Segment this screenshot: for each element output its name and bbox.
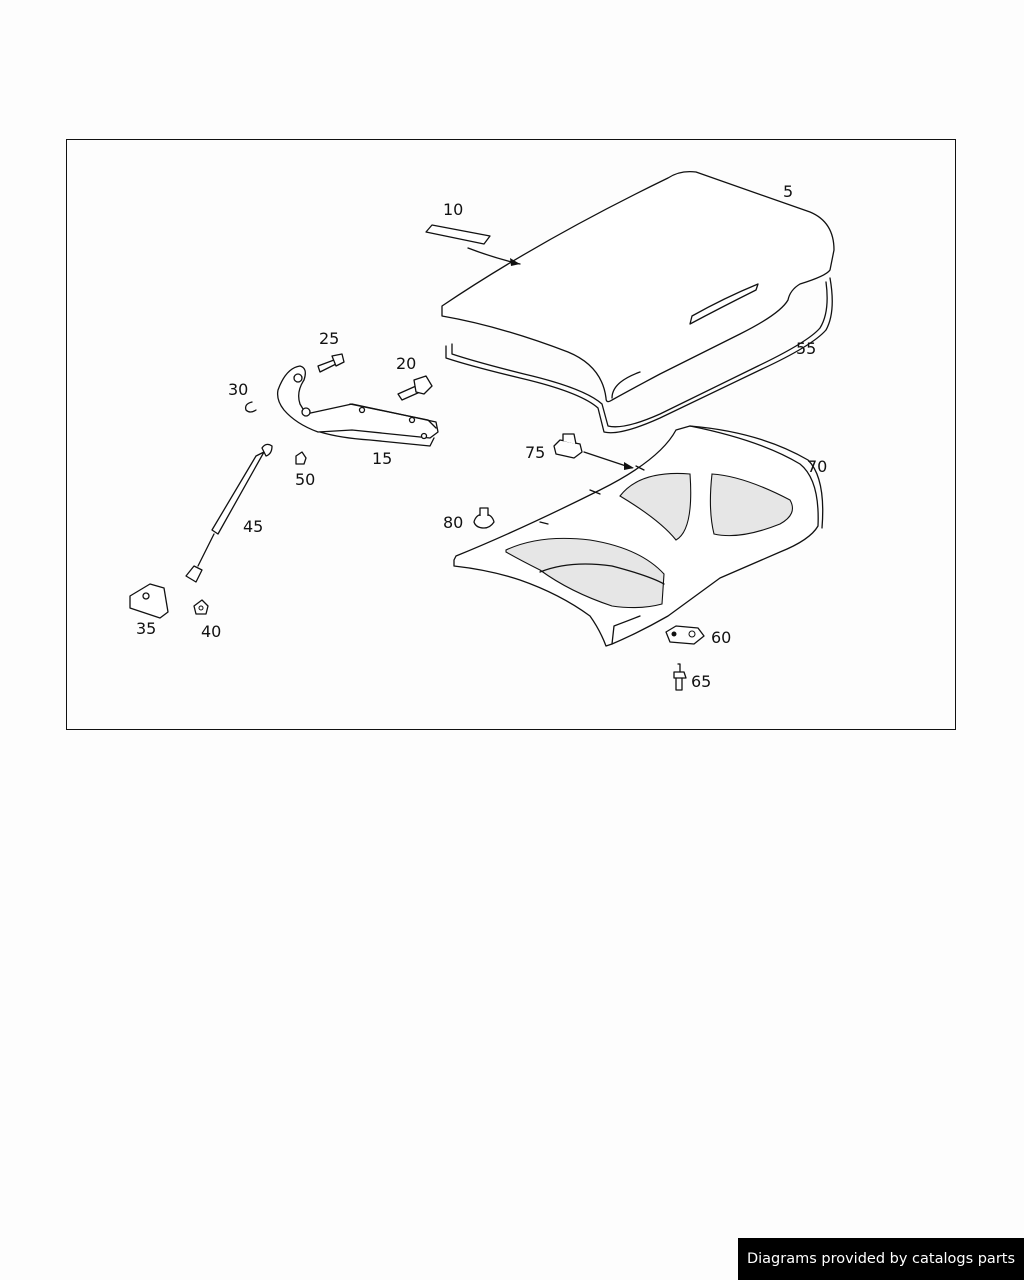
part-80-clip[interactable] (473, 507, 495, 529)
part-35-bracket[interactable] (129, 583, 169, 619)
part-label-35[interactable]: 35 (136, 619, 156, 638)
part-15-hinge[interactable] (276, 365, 439, 447)
footer-credit-text: Diagrams provided by catalogs parts (746, 1251, 1016, 1267)
part-label-80[interactable]: 80 (443, 513, 463, 532)
part-60-bracket[interactable] (665, 625, 705, 645)
part-30-clip[interactable] (244, 401, 257, 413)
part-label-40[interactable]: 40 (201, 622, 221, 641)
part-label-15[interactable]: 15 (372, 449, 392, 468)
part-45-gas-strut[interactable] (185, 443, 273, 583)
part-label-30[interactable]: 30 (228, 380, 248, 399)
part-70-lining[interactable] (453, 425, 824, 647)
part-label-20[interactable]: 20 (396, 354, 416, 373)
part-label-70[interactable]: 70 (807, 457, 827, 476)
part-label-65[interactable]: 65 (691, 672, 711, 691)
part-50-nut[interactable] (295, 451, 307, 465)
part-10-pad[interactable] (425, 224, 521, 266)
part-label-5[interactable]: 5 (783, 182, 793, 201)
part-75-fastener[interactable] (553, 433, 634, 470)
part-label-60[interactable]: 60 (711, 628, 731, 647)
part-label-50[interactable]: 50 (295, 470, 315, 489)
part-40-nut[interactable] (193, 599, 209, 615)
part-25-bolt[interactable] (317, 353, 345, 373)
part-65-stud[interactable] (673, 663, 687, 691)
footer-credit-banner: Diagrams provided by catalogs parts (738, 1238, 1024, 1280)
part-label-75[interactable]: 75 (525, 443, 545, 462)
part-5-trunk-lid[interactable] (441, 170, 835, 403)
part-label-25[interactable]: 25 (319, 329, 339, 348)
parts-diagram: 5 10 15 20 25 30 35 40 45 50 55 60 65 70… (129, 170, 835, 691)
part-label-10[interactable]: 10 (443, 200, 463, 219)
part-label-55[interactable]: 55 (796, 339, 816, 358)
part-55-seal[interactable] (445, 277, 833, 434)
part-20-bolt[interactable] (397, 375, 433, 401)
part-label-45[interactable]: 45 (243, 517, 263, 536)
